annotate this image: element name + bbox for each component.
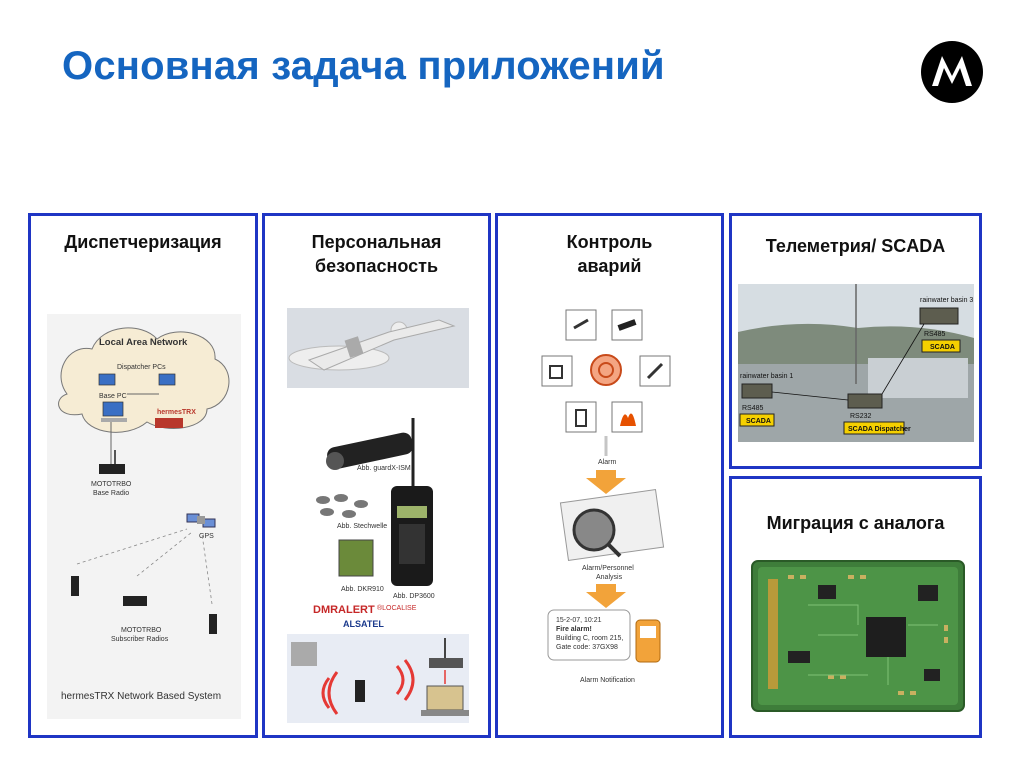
dkr-module-icon — [338, 539, 374, 577]
alarm-label-analysis-2: Analysis — [596, 574, 623, 581]
mobile-phone-icon — [635, 619, 661, 663]
chip-icon — [818, 585, 836, 599]
alarm-arrow-1 — [586, 470, 626, 494]
subscriber-radio-icon — [71, 576, 79, 596]
alarm-label-notification: Alarm Notification — [580, 677, 635, 684]
gps-satellite-icon — [186, 513, 216, 528]
safety-devices-illustration: Abb. guardX-ISM Abb. Stechwelle Abb. DKR… — [287, 308, 469, 723]
dispatch-dispatcher-pcs-label: Dispatcher PCs — [117, 364, 166, 371]
dispatch-cloud-label: Local Area Network — [99, 337, 188, 348]
telemetry-label-rs485-a: RS485 — [924, 331, 946, 338]
dispatcher-pc-icon — [158, 373, 176, 386]
gas-detector-icon — [326, 432, 413, 470]
alarm-label-analysis-1: Alarm/Personnel — [582, 565, 634, 572]
panel-telemetry-title: Телеметрия/ SCADA — [765, 236, 946, 256]
portable-radio-icon — [391, 418, 433, 586]
analysis-grid-icon — [559, 489, 665, 561]
telemetry-label-rs232: RS232 — [850, 413, 872, 420]
safety-label-localise: ®LOCALISE — [377, 604, 417, 612]
alarm-msg-3: Building C, room 215, — [556, 635, 623, 642]
dispatch-base-pc-label: Base PC — [99, 393, 127, 400]
notification-bubble: 15-2-07, 10:21 Fire alarm! Building C, r… — [547, 609, 631, 661]
dispatch-subscriber-label-2: Subscriber Radios — [111, 636, 169, 643]
scada-unit-icon — [741, 383, 773, 399]
panel-safety: Персональная безопасность Abb. guardX-IS… — [262, 213, 491, 738]
panel-migration-title: Миграция с аналога — [766, 513, 945, 533]
base-pc-keyboard — [101, 418, 127, 422]
radio-waves-right — [395, 659, 415, 701]
dispatcher-pc-icon — [98, 373, 116, 386]
panel-migration: Миграция с аналога — [729, 476, 982, 738]
dispatch-footer-label: hermesTRX Network Based System — [61, 691, 221, 702]
panel-safety-title-line1: Персональная — [311, 232, 442, 252]
dispatch-base-radio-label-1: MOTOTRBO — [91, 481, 132, 488]
telemetry-label-scada-a: SCADA — [930, 344, 955, 351]
panel-alarm-title-line1: Контроль — [566, 232, 653, 252]
chip-icon — [924, 669, 940, 681]
safety-label-dmralert: DMRALERT — [313, 604, 375, 616]
telemetry-label-basin3: rainwater basin 3 — [920, 297, 973, 304]
alarm-msg-2: Fire alarm! — [556, 626, 592, 633]
alarm-msg-1: 15-2-07, 10:21 — [556, 617, 602, 624]
telemetry-label-basin1: rainwater basin 1 — [740, 373, 793, 380]
dispatch-subscriber-label-1: MOTOTRBO — [121, 627, 162, 634]
laptop-icon — [421, 685, 469, 716]
slide-title: Основная задача приложений — [62, 44, 665, 88]
panel-alarm: Контроль аварий Alarm Alarm/ — [495, 213, 724, 738]
chip-icon — [788, 651, 810, 663]
safety-label-dkr: Abb. DKR910 — [341, 586, 384, 593]
alarm-flow-diagram: Alarm Alarm/Personnel Analysis 15-2-07, … — [541, 309, 671, 684]
telemetry-label-dispatcher: SCADA Dispatcher — [848, 426, 911, 433]
main-chip-icon — [866, 617, 906, 657]
panel-telemetry: Телеметрия/ SCADA rainwater basin 3 RS48… — [729, 213, 982, 469]
alarm-sensor-icons — [541, 309, 671, 433]
telemetry-scada-photo: rainwater basin 3 RS485 SCADA rainwater … — [738, 284, 974, 442]
panel-dispatch: Диспетчеризация Local Area Network Dispa… — [28, 213, 258, 738]
subscriber-radio-icon — [123, 596, 147, 606]
dispatch-hermes-box-label: hermesTRX — [157, 409, 196, 416]
alarm-label-alarm: Alarm — [598, 459, 616, 466]
handheld-radio-icon — [355, 680, 365, 702]
panel-safety-title-line2: безопасность — [314, 256, 439, 276]
motorola-logo-icon — [921, 41, 983, 103]
base-pc-icon — [102, 401, 124, 417]
hermes-box-icon — [155, 418, 183, 428]
wristbands-icon — [316, 494, 368, 518]
radio-waves-left — [321, 671, 339, 715]
panel-dispatch-title: Диспетчеризация — [64, 232, 222, 252]
scada-unit-icon — [919, 307, 959, 325]
telemetry-label-rs485-b: RS485 — [742, 405, 764, 412]
scada-unit-icon — [847, 393, 883, 409]
dispatch-gps-label: GPS — [199, 533, 214, 540]
dispatch-network-diagram: Local Area Network Dispatcher PCs Base P… — [47, 314, 241, 719]
map-thumbnail — [291, 642, 317, 666]
subscriber-radio-icon — [209, 614, 217, 634]
telemetry-label-scada-b: SCADA — [746, 418, 771, 425]
alarm-arrow-2 — [586, 584, 626, 608]
fire-alarm-bell-icon — [590, 354, 622, 386]
alarm-msg-4: Gate code: 37GX98 — [556, 644, 618, 651]
safety-label-stechwelle: Abb. Stechwelle — [337, 523, 387, 530]
safety-label-guard: Abb. guardX-ISM — [357, 465, 411, 472]
base-radio-icon — [99, 464, 125, 474]
safety-label-dp: Abb. DP3600 — [393, 593, 435, 600]
dispatch-base-radio-label-2: Base Radio — [93, 490, 129, 497]
circuit-board-photo — [751, 560, 965, 712]
safety-label-alsatel: ALSATEL — [343, 619, 384, 629]
lying-person-icon — [288, 319, 456, 371]
panel-alarm-title-line2: аварий — [577, 256, 642, 276]
base-station-icon — [429, 638, 463, 668]
chip-icon — [918, 585, 938, 601]
